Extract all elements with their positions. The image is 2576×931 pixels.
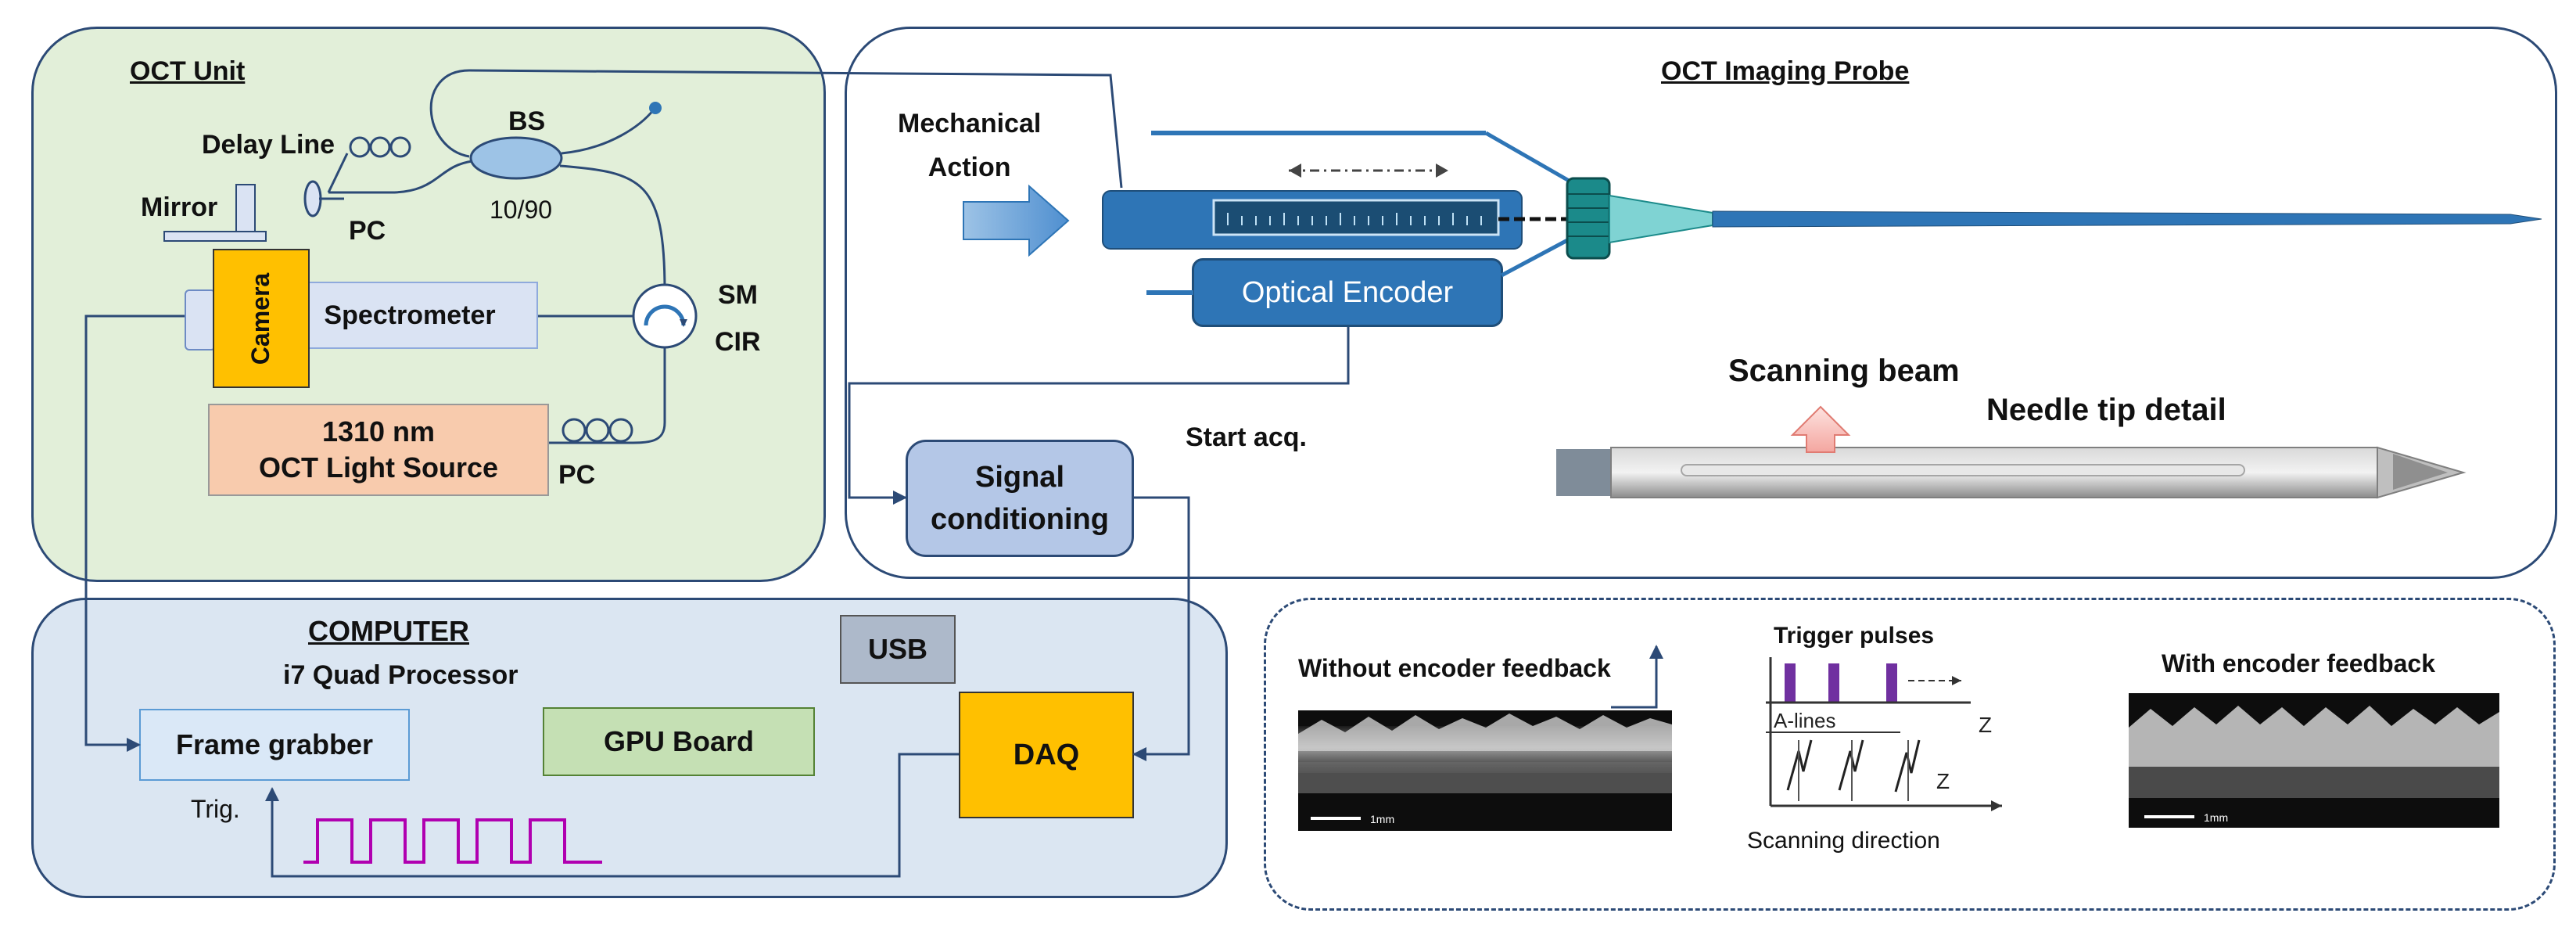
signal-to-daq xyxy=(1132,496,1190,761)
oct-unit-title: OCT Unit xyxy=(130,56,246,86)
pc-bottom-label: PC xyxy=(558,460,596,490)
camera-to-frame-grabber xyxy=(84,315,185,752)
optical-encoder-box: Optical Encoder xyxy=(1192,258,1503,327)
z-label-top: Z xyxy=(1979,713,1992,737)
fiber-terminator xyxy=(561,109,655,155)
collimator-lens xyxy=(303,180,322,217)
signal-line2: conditioning xyxy=(931,503,1109,536)
probe-title: OCT Imaging Probe xyxy=(1661,56,1910,86)
daq-label: DAQ xyxy=(1013,738,1080,771)
spectrometer-label: Spectrometer xyxy=(324,300,496,330)
fiber-reference-arm xyxy=(328,160,473,194)
mirror-base xyxy=(163,231,267,242)
beam-splitter xyxy=(469,136,563,180)
mirror-label: Mirror xyxy=(141,192,218,222)
signal-conditioning-box: Signal conditioning xyxy=(906,440,1134,557)
spectrometer-box: Spectrometer xyxy=(282,282,538,349)
trig-label: Trig. xyxy=(191,795,240,823)
trigger-scan-schematic xyxy=(1766,657,2002,811)
encoder-to-signal xyxy=(848,327,1350,505)
scanning-beam-label: Scanning beam xyxy=(1728,354,1960,388)
oct-image-with-feedback xyxy=(2129,693,2499,828)
sm-label: SM xyxy=(718,280,758,310)
with-feedback-label: With encoder feedback xyxy=(2162,649,2436,678)
camera-box: Camera xyxy=(213,249,310,388)
z-label-bottom: Z xyxy=(1936,769,1950,793)
bs-label: BS xyxy=(508,106,546,136)
scalebar-label-2: 1mm xyxy=(2204,811,2228,824)
encoder-ticks xyxy=(1227,213,1482,225)
delay-line-label: Delay Line xyxy=(202,130,335,160)
daq-box: DAQ xyxy=(959,692,1134,818)
without-feedback-arrow xyxy=(1611,645,1663,709)
source-line2: OCT Light Source xyxy=(259,451,498,483)
needle-shaft xyxy=(1712,210,2542,228)
gpu-board-box: GPU Board xyxy=(543,707,815,776)
usb-label: USB xyxy=(867,633,927,665)
trigger-pulse-train xyxy=(303,818,602,864)
mechanical-action-label: Mechanical Action xyxy=(898,102,1041,189)
mechanical-action-arrow xyxy=(963,184,1070,257)
without-feedback-label: Without encoder feedback xyxy=(1298,654,1611,682)
fiber-source xyxy=(549,347,666,444)
mechanical-line2: Action xyxy=(927,153,1011,182)
mechanical-line1: Mechanical xyxy=(898,109,1042,138)
frame-grabber-label: Frame grabber xyxy=(175,728,374,760)
alines-label: A-lines xyxy=(1774,709,1835,732)
start-acq-label: Start acq. xyxy=(1186,422,1307,452)
pc-top-loops xyxy=(349,136,411,158)
ratio-label: 10/90 xyxy=(490,196,553,224)
source-line1: 1310 nm xyxy=(321,415,436,448)
mirror xyxy=(235,184,256,232)
light-source-box: 1310 nm OCT Light Source xyxy=(208,404,549,496)
needle-cone xyxy=(1609,194,1713,244)
trigger-pulses-label: Trigger pulses xyxy=(1774,623,1935,649)
oct-image-without-feedback xyxy=(1298,710,1672,831)
daq-to-trigger xyxy=(265,753,959,878)
fiber-bs-to-cir xyxy=(559,164,666,292)
terminator-dot xyxy=(649,102,662,114)
scanning-direction-label: Scanning direction xyxy=(1747,828,1940,854)
gpu-label: GPU Board xyxy=(603,725,755,757)
computer-title: COMPUTER xyxy=(308,615,469,647)
fiber-sample-arm xyxy=(429,69,1123,189)
optical-encoder-label: Optical Encoder xyxy=(1241,275,1454,309)
needle-hub xyxy=(1566,177,1611,260)
needle-detail-hub xyxy=(1556,449,1611,496)
scalebar-label-1: 1mm xyxy=(1370,813,1394,825)
cir-label: CIR xyxy=(715,327,761,357)
circulator xyxy=(632,283,698,349)
usb-box: USB xyxy=(840,615,956,684)
signal-line1: Signal xyxy=(974,461,1065,494)
needle-tip-label: Needle tip detail xyxy=(1986,393,2226,427)
pc-top-label: PC xyxy=(349,216,386,246)
pc-bottom-loops xyxy=(561,418,633,443)
scanning-beam-arrow xyxy=(1790,405,1851,453)
circulator-arrow xyxy=(644,304,687,327)
processor-label: i7 Quad Processor xyxy=(283,660,518,690)
